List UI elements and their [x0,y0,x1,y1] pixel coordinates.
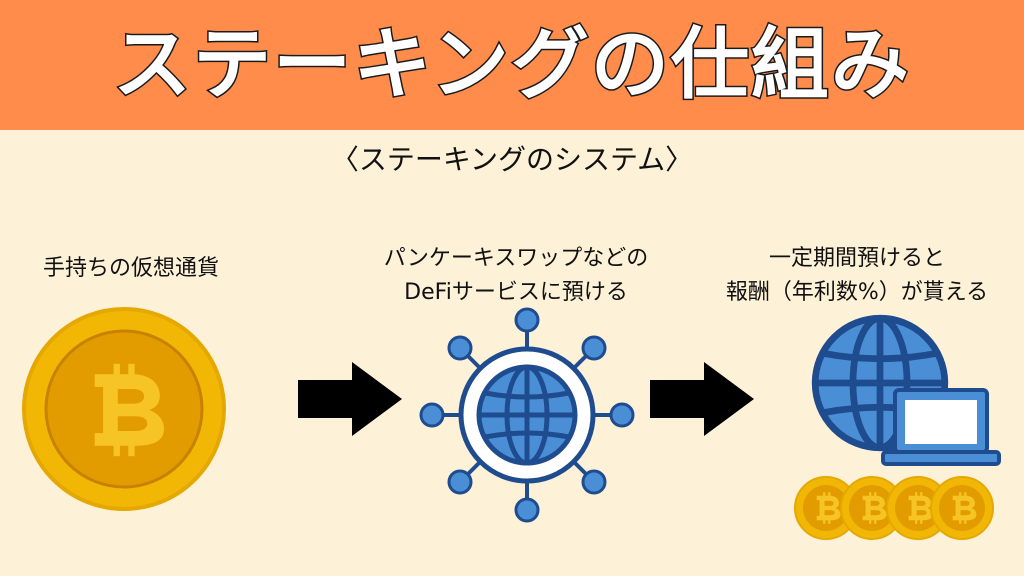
step2-label-line1: パンケーキスワップなどの [383,246,649,271]
arrow-right-icon [298,362,402,436]
step3-label-line2: 報酬（年利数%）が貰える [725,280,989,305]
step1-label: 手持ちの仮想通貨 [0,252,262,286]
step2-label: パンケーキスワップなどの DeFiサービスに預ける [350,242,682,310]
step1-label-line: 手持ちの仮想通貨 [42,256,219,281]
network-globe-icon [419,307,635,523]
arrow-right-icon [650,362,754,436]
page-title: ステーキングの仕組み [112,19,911,112]
subtitle: 〈ステーキングのシステム〉 [330,143,694,176]
step3-label: 一定期間預けると 報酬（年利数%）が貰える [690,242,1024,310]
step2-label-line2: DeFiサービスに預ける [404,280,628,305]
header-banner [0,0,1024,130]
bitcoin-coin-icon [22,307,226,511]
step3-label-line1: 一定期間預けると [768,246,945,271]
globe-laptop-coins-icon [794,318,1001,540]
